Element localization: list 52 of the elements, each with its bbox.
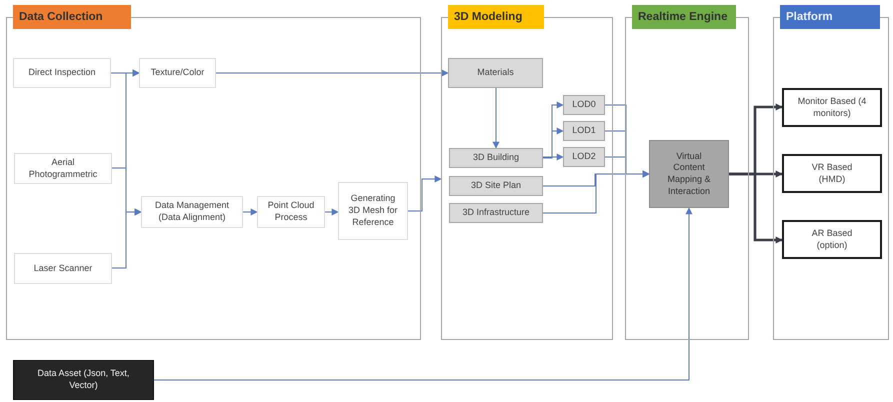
- box-label: Direct Inspection: [28, 67, 96, 79]
- section-heading: Data Collection: [13, 5, 131, 29]
- process-box: [14, 253, 112, 284]
- process-box: [448, 58, 543, 88]
- process-box: [649, 140, 729, 208]
- box-label: VR Based (HMD): [810, 162, 854, 186]
- box-label: LOD2: [572, 151, 596, 163]
- box-label: Laser Scanner: [34, 262, 92, 274]
- section-heading: Realtime Engine: [632, 5, 736, 29]
- process-box: [14, 153, 112, 184]
- arrow: [242, 208, 258, 216]
- arrow: [408, 176, 442, 212]
- process-box: [563, 147, 605, 167]
- arrow: [492, 88, 500, 149]
- process-box: [563, 95, 605, 115]
- process-box: [141, 196, 243, 228]
- box-label: Virtual Content Mapping & Interaction: [666, 150, 712, 198]
- process-box: [13, 58, 111, 88]
- box-label: Data Asset (Json, Text, Vector): [36, 368, 130, 392]
- output-box: [782, 154, 882, 193]
- process-box: [338, 182, 408, 240]
- output-box: [782, 88, 882, 127]
- arrow: [542, 154, 564, 160]
- box-label: Data Management (Data Alignment): [154, 200, 230, 224]
- section-heading: Platform: [780, 5, 880, 29]
- output-box: [782, 220, 882, 259]
- arrow: [154, 207, 692, 380]
- section-heading: 3D Modeling: [448, 5, 544, 29]
- box-label: Point Cloud Process: [266, 200, 316, 224]
- arrow: [324, 208, 339, 216]
- arrow: [112, 208, 142, 268]
- arrow: [216, 70, 449, 76]
- box-label: Monitor Based (4 monitors): [796, 96, 868, 120]
- box-label: AR Based (option): [810, 228, 854, 252]
- process-box: [449, 203, 543, 223]
- arrow: [729, 172, 783, 244]
- box-label: LOD0: [572, 99, 596, 111]
- process-box: [563, 121, 605, 141]
- process-box: [257, 196, 325, 228]
- box-label: Aerial Photogrammetric: [28, 156, 98, 180]
- process-box: [139, 58, 216, 88]
- box-label: 3D Site Plan: [470, 180, 522, 192]
- arrow: [542, 170, 650, 214]
- box-label: LOD1: [572, 125, 596, 137]
- process-box: [449, 176, 543, 196]
- box-label: 3D Building: [472, 152, 520, 164]
- box-label: 3D Infrastructure: [462, 207, 530, 219]
- process-box: [449, 148, 543, 168]
- box-label: Texture/Color: [150, 67, 204, 79]
- box-label: Generating 3D Mesh for Reference: [347, 193, 399, 229]
- data-box: [13, 360, 154, 400]
- box-label: Materials: [477, 67, 514, 79]
